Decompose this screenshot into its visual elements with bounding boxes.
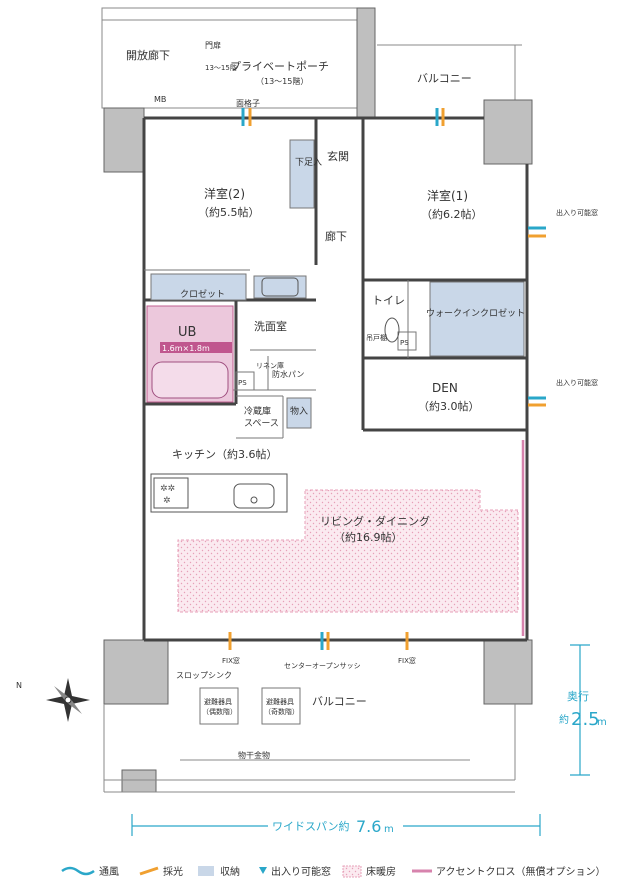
inner-lines — [144, 269, 417, 725]
room-labels: 開放廊下 門扉 13〜15階 プライベートポーチ （13〜15階） MB バルコ… — [16, 40, 598, 760]
legend-light-icon — [139, 866, 159, 876]
ps-label-2: PS — [238, 379, 247, 387]
roka-label: 廊下 — [325, 229, 347, 243]
geso-label: 下足入 — [295, 157, 322, 168]
hinan1-label: 避難器具 — [204, 697, 232, 706]
legend-storage-icon — [198, 866, 214, 876]
youshitsu2-size-label: （約5.5帖） — [198, 205, 260, 219]
stove-icons: ✲✲ ✲ — [160, 484, 175, 506]
den-size-label: （約3.0帖） — [418, 399, 480, 413]
deiri-mado-label-1: 出入り可能窓 — [556, 208, 598, 217]
reizouko-label: 冷蔵庫 — [244, 405, 271, 417]
ps-label-1: PS — [400, 339, 409, 347]
youshitsu1-label: 洋室(1) — [427, 188, 468, 203]
fix-label-2: FIX窓 — [398, 656, 416, 665]
span-label: ワイドスパン約 — [272, 819, 350, 833]
ub-size-label: 1.6m×1.8m — [162, 344, 210, 353]
tsuritana-label: 吊戸棚 — [366, 333, 387, 342]
walls — [142, 116, 529, 642]
depth-dimension — [570, 644, 590, 776]
toilet-fixture — [384, 317, 400, 343]
linen-label: リネン庫 — [256, 361, 284, 370]
compass-north-label: N — [16, 681, 22, 690]
legend-accent-label: アクセントクロス（無償オプション） — [436, 865, 606, 878]
storage-areas — [150, 139, 525, 429]
kaiho-roka-label: 開放廊下 — [126, 48, 170, 62]
deiri-mado-label-2: 出入り可能窓 — [556, 378, 598, 387]
hinan2-label: 避難器具 — [266, 697, 294, 706]
den-label: DEN — [432, 381, 458, 395]
legend-light-label: 採光 — [163, 865, 183, 878]
closet-label: クロゼット — [180, 288, 225, 300]
monpi-label: 門扉 — [205, 40, 221, 50]
balcony-bottom-label: バルコニー — [312, 695, 367, 708]
senmen-label: 洗面室 — [254, 319, 287, 333]
bousui-label: 防水パン — [272, 369, 304, 379]
legend-entry-label: 出入り可能窓 — [271, 865, 331, 878]
okuyuki-prefix: 約 — [559, 713, 569, 726]
ub-label: UB — [178, 325, 196, 340]
floor-heating-area — [177, 489, 519, 613]
center-open-label: センターオープンサッシ — [284, 661, 361, 670]
ub-size-box — [160, 342, 232, 353]
legend-floorheat-label: 床暖房 — [366, 865, 396, 878]
porch-floor-label: （13〜15階） — [256, 76, 308, 86]
span-unit: m — [384, 824, 394, 835]
monohoshi-label: 物干金物 — [238, 750, 270, 760]
kitchen-label: キッチン（約3.6帖） — [172, 447, 278, 461]
svg-text:✲✲: ✲✲ — [160, 484, 175, 494]
legend-wind-label: 通風 — [99, 866, 119, 878]
bathtub — [151, 361, 229, 399]
monpi-floor-label: 13〜15階 — [205, 63, 237, 72]
svg-text:✲: ✲ — [163, 496, 171, 506]
space-label: スペース — [244, 419, 279, 429]
slop-label: スロップシンク — [176, 671, 232, 680]
legend-entry-icon — [259, 867, 267, 874]
living-label: リビング・ダイニング — [320, 514, 430, 528]
okuyuki-value: 2.5 — [571, 709, 600, 730]
okuyuki-label: 奥行 — [567, 689, 589, 703]
legend-storage-label: 収納 — [220, 865, 240, 878]
walkin-label: ウォークインクロゼット — [426, 307, 525, 319]
mono-label: 物入 — [290, 405, 308, 417]
compass-rose — [46, 678, 90, 722]
living-size-label: （約16.9帖） — [334, 530, 403, 544]
span-value: 7.6 — [356, 817, 381, 836]
legend: 通風 採光 収納 出入り可能窓 床暖房 アクセントクロス（無償オプション） — [61, 865, 606, 878]
fix-label-1: FIX窓 — [222, 656, 240, 665]
mengoshi-label: 面格子 — [236, 98, 260, 108]
kitchen-counter — [150, 473, 288, 513]
dimension-labels: 奥行 約 2.5 m ワイドスパン約 7.6 m — [268, 689, 607, 837]
toilet-label: トイレ — [372, 294, 405, 307]
hinan1-sub-label: （偶数階） — [202, 707, 237, 716]
bottom-balcony — [103, 704, 516, 793]
legend-floorheat-icon — [342, 865, 362, 878]
youshitsu1-size-label: （約6.2帖） — [421, 207, 483, 221]
youshitsu2-label: 洋室(2) — [204, 186, 245, 201]
washbasin — [261, 277, 299, 297]
pillars — [103, 7, 533, 793]
genkan-label: 玄関 — [327, 149, 349, 163]
okuyuki-unit: m — [597, 717, 607, 728]
mb-label: MB — [154, 95, 166, 104]
window-markers — [228, 108, 546, 650]
balcony-top-label: バルコニー — [417, 72, 472, 85]
porch-label: プライベートポーチ — [230, 60, 329, 73]
legend-wind-icon — [61, 866, 95, 876]
hinan2-sub-label: （奇数階） — [264, 707, 299, 716]
